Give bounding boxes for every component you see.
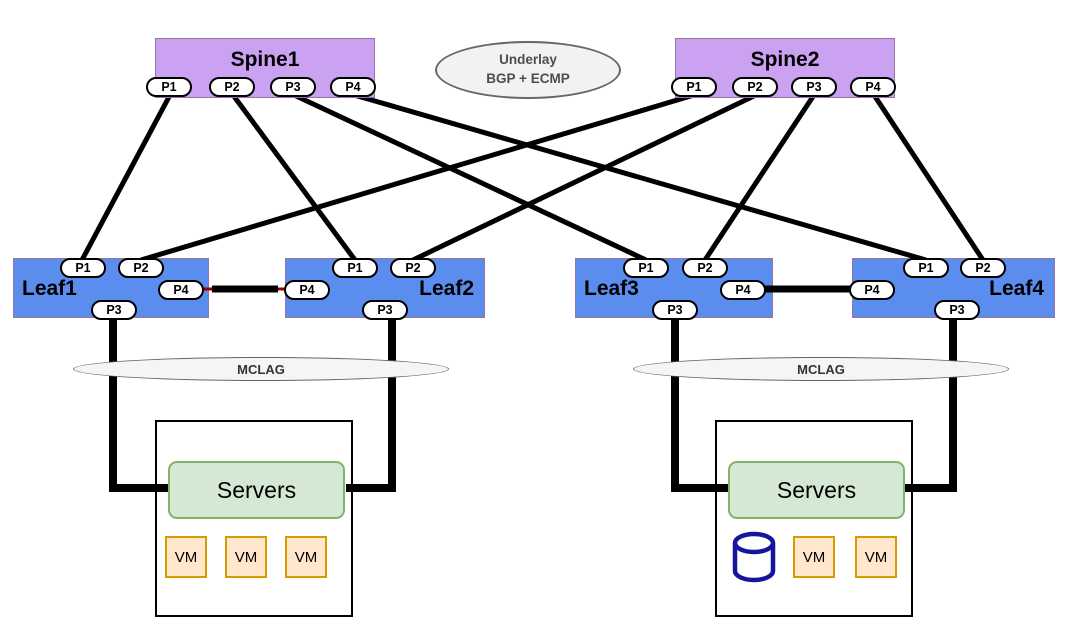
server-cluster-left (155, 420, 353, 617)
spine2-label: Spine2 (750, 48, 820, 71)
leaf3-port-p3: P3 (652, 300, 698, 320)
spine2-port-p2: P2 (732, 77, 778, 97)
link-spine1-p2-leaf2-p1 (230, 93, 358, 262)
mclag-right-label: MCLAG (797, 361, 845, 377)
vm-box: VM (855, 536, 897, 578)
vm-label: VM (802, 548, 826, 566)
link-spine2-p1-leaf1-p2 (140, 92, 695, 263)
vm-label: VM (864, 548, 888, 566)
vm-box: VM (225, 536, 267, 578)
leaf2-port-p1: P1 (332, 258, 378, 278)
link-spine2-p2-leaf2-p2 (411, 92, 758, 263)
link-spine2-p3-leaf3-p2 (702, 93, 817, 262)
leaf4-port-p4: P4 (849, 280, 895, 300)
spine2-port-p4: P4 (850, 77, 896, 97)
servers-box-left: Servers (168, 461, 345, 519)
spine2-port-p3: P3 (791, 77, 837, 97)
servers-right-label: Servers (776, 476, 857, 503)
servers-left-label: Servers (216, 476, 297, 503)
leaf2-port-p2: P2 (390, 258, 436, 278)
leaf1-port-p1: P1 (60, 258, 106, 278)
leaf3-port-p4: P4 (720, 280, 766, 300)
vm-box: VM (165, 536, 207, 578)
link-spine1-p4-leaf4-p1 (353, 92, 927, 263)
spine1-port-p1: P1 (146, 77, 192, 97)
leaf1-port-p3: P3 (91, 300, 137, 320)
vm-label: VM (174, 548, 198, 566)
leaf3-label: Leaf3 (584, 277, 639, 300)
leaf4-port-p1: P1 (903, 258, 949, 278)
underlay-label-line1: Underlay (499, 52, 557, 68)
vm-label: VM (234, 548, 258, 566)
servers-box-right: Servers (728, 461, 905, 519)
link-spine1-p3-leaf3-p1 (292, 92, 648, 263)
mclag-ellipse-right: MCLAG (633, 357, 1009, 381)
underlay-label-line2: BGP + ECMP (486, 71, 570, 86)
link-spine1-p1-leaf1-p1 (79, 93, 173, 262)
database-icon (732, 531, 776, 583)
leaf1-label: Leaf1 (22, 277, 77, 300)
spine1-port-p3: P3 (270, 77, 316, 97)
leaf2-port-p4: P4 (284, 280, 330, 300)
spine1-label: Spine1 (230, 48, 300, 71)
leaf2-port-p3: P3 (362, 300, 408, 320)
leaf2-label: Leaf2 (419, 277, 474, 300)
spine2-port-p1: P1 (671, 77, 717, 97)
server-cluster-right (715, 420, 913, 617)
leaf4-label: Leaf4 (989, 277, 1044, 300)
spine1-port-p4: P4 (330, 77, 376, 97)
underlay-ellipse: Underlay BGP + ECMP (435, 41, 621, 99)
leaf3-port-p1: P1 (623, 258, 669, 278)
leaf4-port-p2: P2 (960, 258, 1006, 278)
link-spine2-p4-leaf4-p2 (871, 93, 986, 262)
leaf3-port-p2: P2 (682, 258, 728, 278)
spine1-port-p2: P2 (209, 77, 255, 97)
mclag-left-label: MCLAG (237, 361, 285, 377)
vm-label: VM (294, 548, 318, 566)
mclag-ellipse-left: MCLAG (73, 357, 449, 381)
leaf1-port-p2: P2 (118, 258, 164, 278)
vm-box: VM (285, 536, 327, 578)
leaf4-port-p3: P3 (934, 300, 980, 320)
vm-box: VM (793, 536, 835, 578)
leaf1-port-p4: P4 (158, 280, 204, 300)
